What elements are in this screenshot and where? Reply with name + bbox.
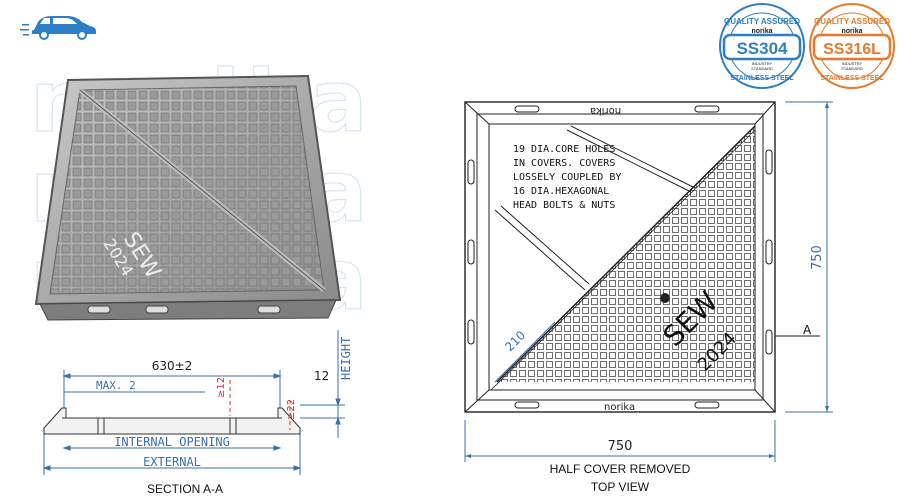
- car-icon: [20, 16, 96, 40]
- section-max2: MAX. 2: [96, 379, 136, 392]
- badge-ss304: QUALITY ASSURED norika SS304 INDUSTRY ST…: [719, 3, 805, 89]
- section-dim-630: 630±2: [152, 359, 193, 373]
- badge-316-grade: SS316L: [823, 41, 881, 58]
- badge-316-bottom: STAINLESS STEEL: [820, 75, 884, 82]
- note-line-4: 16 DIA.HEXAGONAL: [513, 186, 609, 197]
- top-view-dim-height: 750: [810, 245, 825, 270]
- badge-304-brand: norika: [751, 28, 772, 35]
- badge-316-top: QUALITY ASSURED: [814, 17, 890, 26]
- top-view-drawing: SEW 2024 19 DIA.CORE HOLES IN COVERS. CO…: [464, 101, 833, 462]
- badge-304-std2: STANDARD: [751, 66, 773, 71]
- section-height: HEIGHT: [339, 337, 353, 380]
- section-external: EXTERNAL: [143, 455, 201, 469]
- badge-304-bottom: STAINLESS STEEL: [730, 75, 794, 82]
- section-ge12: ≥12: [216, 377, 227, 398]
- note-line-5: HEAD BOLTS & NUTS: [513, 200, 615, 211]
- top-view-dim-width: 750: [608, 439, 633, 454]
- section-caption: SECTION A-A: [146, 482, 223, 496]
- manhole-cover-photo: SEW 2024: [34, 74, 342, 321]
- section-ge22: ≥22: [286, 399, 297, 420]
- badge-304-top: QUALITY ASSURED: [724, 17, 800, 26]
- section-marker-a: A: [803, 323, 812, 337]
- badge-ss316l: QUALITY ASSURED norika SS316L INDUSTRY S…: [809, 3, 895, 89]
- top-view-note: 19 DIA.CORE HOLES IN COVERS. COVERS LOSS…: [513, 144, 627, 211]
- note-line-1: 19 DIA.CORE HOLES: [513, 144, 615, 155]
- section-a-a-drawing: 630±2 MAX. 2 ≥12 ≥22 HEIGHT 12 INTERNAL …: [42, 330, 353, 475]
- badge-316-brand: norika: [841, 28, 862, 35]
- badge-316-std2: STANDARD: [841, 66, 863, 71]
- top-view-caption-2: TOP VIEW: [590, 480, 650, 494]
- note-line-2: IN COVERS. COVERS: [513, 158, 615, 169]
- badge-316-std1: INDUSTRY: [842, 61, 863, 66]
- note-line-3: LOSSELY COUPLED BY: [513, 172, 621, 183]
- section-internal: INTERNAL OPENING: [114, 435, 230, 449]
- frame-logo-bottom: norika: [604, 402, 636, 413]
- top-view-dim-210: 210: [502, 328, 528, 354]
- frame-logo-top: norika: [590, 105, 622, 116]
- top-view-caption-1: HALF COVER REMOVED: [549, 462, 691, 476]
- section-h12: 12: [314, 369, 329, 383]
- badge-304-grade: SS304: [736, 39, 788, 58]
- badge-304-std1: INDUSTRY: [752, 61, 773, 66]
